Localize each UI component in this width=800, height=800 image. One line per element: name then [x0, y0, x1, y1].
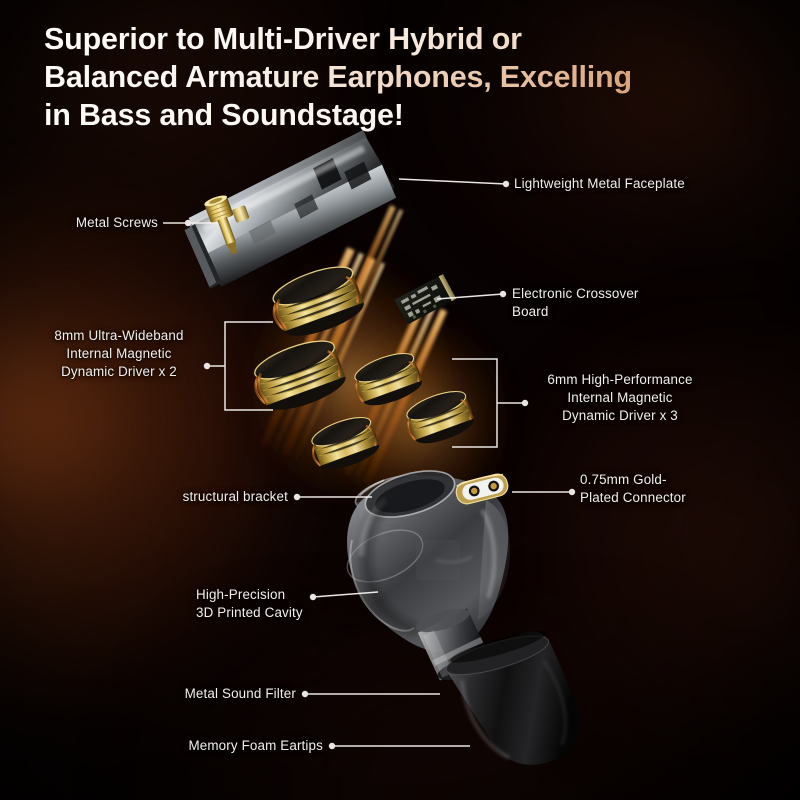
callout-label-metal-screws: Metal Screws [75, 215, 158, 230]
callout-label-6mm-driver-line-1: 6mm High-Performance [547, 372, 693, 387]
callout-label-8mm-driver-line-2: Internal Magnetic [66, 346, 172, 361]
callout-label-6mm-driver-line-2: Internal Magnetic [567, 390, 673, 405]
callout-label-metal-sound-filter: Metal Sound Filter [184, 686, 296, 701]
callout-label-8mm-driver-line-3: Dynamic Driver x 2 [61, 364, 177, 379]
callout-label-3d-printed-cavity-line-1: High-Precision [196, 587, 286, 602]
headline-line-3: in Bass and Soundstage! [44, 96, 758, 134]
callout-label-6mm-driver-line-3: Dynamic Driver x 3 [562, 408, 678, 423]
callout-label-3d-printed-cavity-line-2: 3D Printed Cavity [196, 605, 303, 620]
headline: Superior to Multi-Driver Hybrid or Balan… [44, 20, 758, 134]
callout-label-gold-plated-connector-line-1: 0.75mm Gold- [580, 472, 667, 487]
headline-line-1: Superior to Multi-Driver Hybrid or [44, 20, 758, 58]
callout-label-memory-foam-eartips: Memory Foam Eartips [188, 738, 323, 753]
callout-label-structural-bracket: structural bracket [182, 489, 288, 504]
gold-plated-connector [455, 473, 509, 505]
headline-line-2: Balanced Armature Earphones, Excelling [44, 58, 758, 96]
callout-label-8mm-driver-line-1: 8mm Ultra-Wideband [54, 328, 184, 343]
callout-label-electronic-crossover-board-line-2: Board [512, 304, 549, 319]
callout-label-lightweight-metal-faceplate: Lightweight Metal Faceplate [514, 176, 685, 191]
callout-label-gold-plated-connector-line-2: Plated Connector [580, 490, 686, 505]
callout-label-electronic-crossover-board-line-1: Electronic Crossover [512, 286, 639, 301]
